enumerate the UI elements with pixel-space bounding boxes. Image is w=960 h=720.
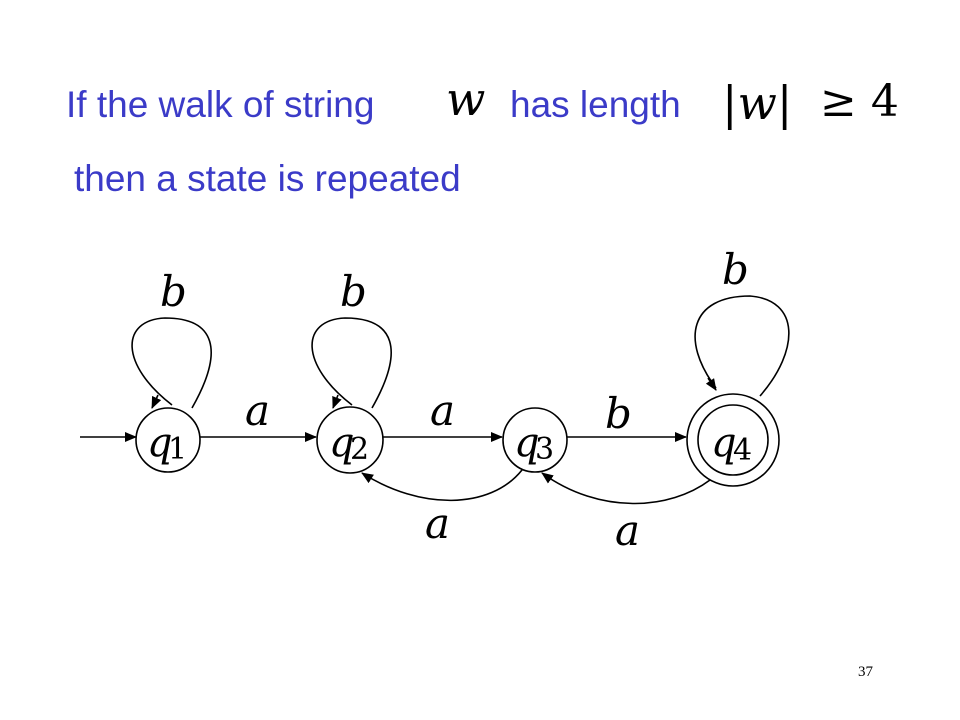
- state-label-base: q: [514, 420, 540, 466]
- self-loop-q4-head: [705, 377, 717, 391]
- string-variable-w: w: [446, 72, 486, 126]
- edge-q2-q3-label: a: [430, 386, 455, 435]
- headline-second-line: then a state is repeated: [74, 158, 461, 199]
- state-label-subscript: 1: [168, 432, 187, 467]
- abs-bar-right: |: [776, 76, 793, 130]
- state-circle: [316, 406, 384, 474]
- state-outer-circle: [686, 393, 780, 487]
- slide-number: 37: [858, 664, 873, 680]
- state-q2: q 2: [316, 406, 384, 474]
- abs-bar-left: |: [722, 76, 738, 130]
- headline-middle: has length: [510, 84, 681, 125]
- state-label-subscript: 3: [535, 432, 554, 467]
- edge-q1-q2-label: a: [245, 386, 270, 435]
- state-q4: q 4: [686, 393, 780, 487]
- state-q3: q 3: [502, 407, 568, 473]
- self-loop-q4: [694, 295, 790, 397]
- self-loop-q2: [311, 317, 392, 409]
- self-loop-q4-label: b: [722, 245, 749, 294]
- self-loop-q1-head: [151, 394, 162, 409]
- self-loop-q2-label: b: [340, 267, 367, 316]
- state-label-base: q: [711, 420, 737, 466]
- edge-q3-q2: [361, 469, 523, 502]
- state-label-subscript: 2: [350, 432, 369, 467]
- abs-variable-w: w: [737, 76, 777, 130]
- self-loop-q1-label: b: [160, 267, 187, 316]
- state-label-base: q: [329, 420, 355, 466]
- state-inner-circle: [697, 404, 769, 476]
- self-loop-q1: [131, 317, 212, 409]
- headline-prefix: If the walk of string: [66, 84, 375, 125]
- length-of-w: |w|: [722, 80, 792, 126]
- edge-q4-q3-label: a: [615, 506, 640, 555]
- edge-q3-q2-label: a: [425, 499, 450, 548]
- edge-q3-q4-label: b: [605, 389, 632, 438]
- greater-equal-four: ≥ 4: [820, 76, 899, 127]
- state-circle: [135, 407, 201, 473]
- edge-q4-q3: [541, 472, 711, 505]
- state-circle: [502, 407, 568, 473]
- self-loop-q2-head: [332, 394, 342, 409]
- state-label-subscript: 4: [733, 433, 752, 468]
- state-label-base: q: [147, 420, 173, 466]
- state-q1: q 1: [135, 407, 201, 473]
